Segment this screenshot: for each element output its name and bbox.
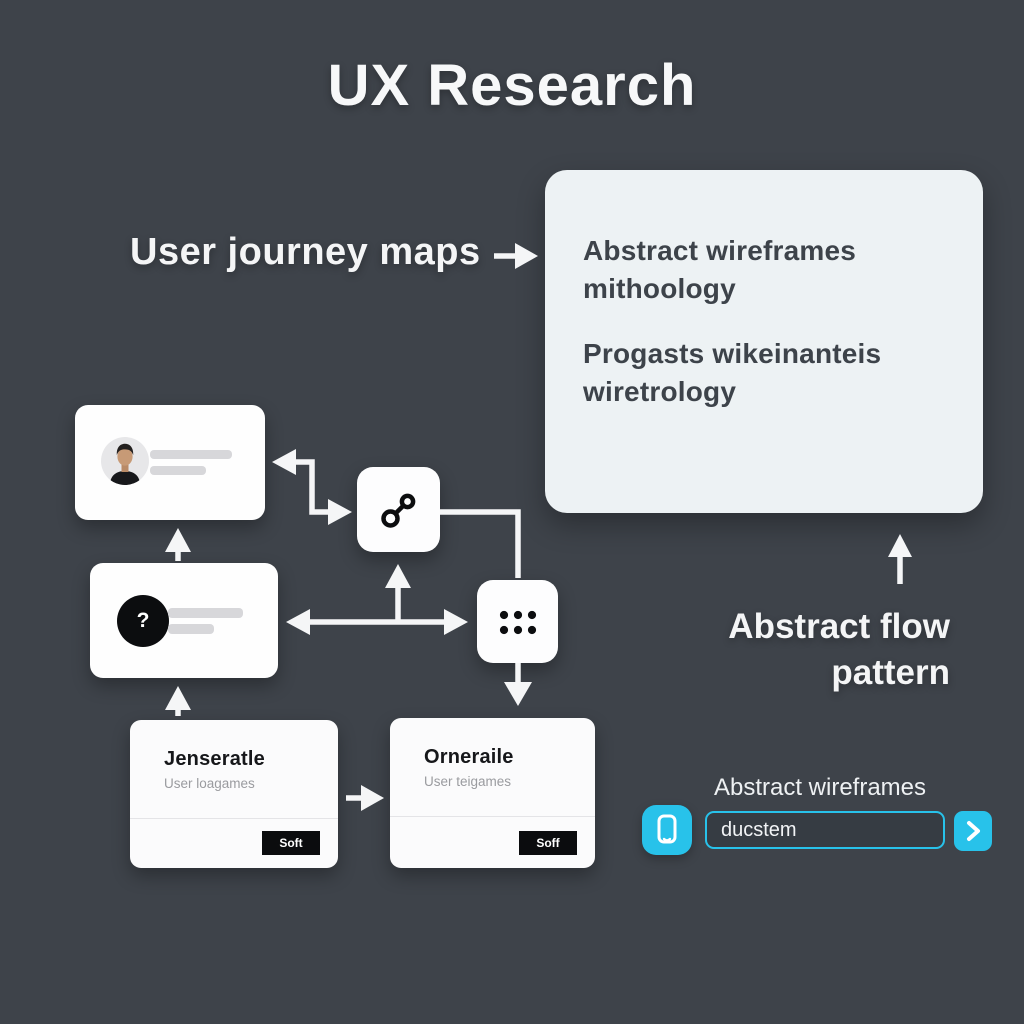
grid-dots-node (477, 580, 558, 663)
card-subtitle: User teigames (424, 774, 512, 789)
grid-dots-icon (499, 610, 536, 634)
question-card: ? (90, 563, 278, 678)
card-divider (390, 816, 595, 817)
flow-pattern-caption: Abstract flow pattern (600, 604, 950, 696)
panel-paragraph-2: Progasts wikeinanteis wiretrology (583, 338, 882, 407)
info-card-left: Jenseratle User loagames Soft (130, 720, 338, 868)
arrow-branch-up (385, 564, 411, 622)
info-card-right: Orneraile User teigames Soff (390, 718, 595, 868)
skeleton-line (168, 608, 243, 618)
question-icon: ? (117, 595, 169, 647)
page-title: UX Research (327, 53, 697, 118)
card-subtitle: User loagames (164, 776, 255, 791)
card-action-button[interactable]: Soff (519, 831, 577, 855)
skeleton-line (168, 624, 214, 634)
chevron-right-icon (967, 821, 980, 841)
phone-icon (657, 814, 677, 844)
connector-link-to-dots (440, 509, 521, 578)
caption-line-1: Abstract flow (728, 607, 950, 646)
panel-paragraph-1: Abstract wireframes mithoology (583, 235, 857, 304)
submit-button[interactable] (954, 811, 992, 851)
skeleton-line (150, 450, 232, 459)
user-profile-card (75, 405, 265, 520)
arrow-question-dots (286, 609, 468, 635)
journey-maps-label: User journey maps (130, 231, 481, 273)
skeleton-line (150, 466, 206, 475)
arrow-between-cards (346, 785, 384, 811)
search-widget-label: Abstract wireframes (713, 774, 927, 801)
card-title: Orneraile (424, 746, 514, 768)
link-icon (380, 493, 415, 528)
card-divider (130, 818, 338, 819)
wireframes-panel: Abstract wireframes mithoology Progasts … (545, 170, 983, 513)
arrow-dots-down (504, 663, 532, 706)
link-node (357, 467, 440, 552)
arrow-right-icon (494, 243, 538, 269)
phone-button[interactable] (642, 805, 692, 855)
arrow-up-to-panel (888, 534, 912, 584)
arrow-card-to-question (165, 686, 191, 716)
arrow-question-to-avatar (165, 528, 191, 561)
search-input[interactable] (705, 811, 945, 849)
caption-line-2: pattern (831, 653, 950, 692)
card-title: Jenseratle (164, 748, 265, 770)
avatar (101, 437, 149, 485)
arrow-node-to-avatar (272, 449, 352, 525)
card-action-button[interactable]: Soft (262, 831, 320, 855)
